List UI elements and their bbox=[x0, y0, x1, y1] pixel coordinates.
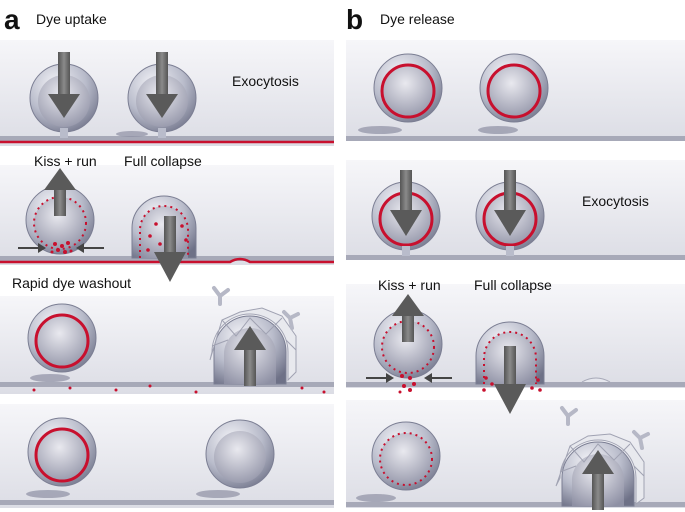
dye-dot bbox=[154, 222, 158, 226]
arrow-down-a1-left bbox=[48, 52, 80, 118]
dye-dot bbox=[180, 224, 184, 228]
shadow bbox=[30, 374, 70, 382]
dye-dot bbox=[66, 241, 70, 245]
vesicle-b1-left bbox=[373, 53, 443, 123]
shadow bbox=[116, 131, 148, 137]
dye-dot bbox=[408, 376, 412, 380]
dye-dot bbox=[63, 250, 67, 254]
shadow bbox=[356, 494, 396, 502]
arrow-up-b3-kiss bbox=[392, 294, 424, 342]
dye-dot bbox=[530, 386, 534, 390]
dye-dot bbox=[114, 388, 118, 392]
vesicle-b1-right bbox=[479, 53, 549, 123]
shadow bbox=[478, 126, 518, 134]
dye-dots-washout bbox=[32, 384, 326, 394]
clathrin-triskelions-a3 bbox=[212, 286, 300, 330]
dye-dot bbox=[50, 250, 54, 254]
dye-dot bbox=[148, 234, 152, 238]
label-kiss-run-b: Kiss + run bbox=[378, 277, 441, 293]
dye-dot bbox=[300, 386, 304, 390]
arrow-down-a2-collapse bbox=[154, 216, 186, 282]
label-washout: Rapid dye washout bbox=[12, 275, 132, 291]
dye-dot bbox=[60, 244, 64, 248]
label-kiss-run-a: Kiss + run bbox=[34, 153, 97, 169]
membrane-b1 bbox=[346, 136, 685, 141]
dye-dot bbox=[184, 238, 188, 242]
membrane-b4 bbox=[346, 502, 685, 507]
dye-dots-b-collapse bbox=[482, 376, 542, 392]
vesicle-a2-kiss bbox=[25, 185, 95, 255]
dye-dot bbox=[482, 388, 486, 392]
clathrin-triskelions-b4 bbox=[560, 406, 650, 450]
panel-letter-b: b bbox=[346, 4, 364, 35]
arrow-up-a3 bbox=[234, 326, 266, 386]
dye-dots-collapse bbox=[146, 222, 188, 252]
label-exocytosis-b: Exocytosis bbox=[582, 193, 649, 209]
arrow-down-b2-left bbox=[390, 170, 422, 236]
dye-dot bbox=[536, 378, 540, 382]
vesicle-a4-right bbox=[205, 419, 275, 489]
dye-dots-b-kiss bbox=[398, 374, 416, 394]
panel-letter-a: a bbox=[4, 4, 20, 35]
shadow bbox=[196, 490, 240, 498]
shadows bbox=[26, 126, 518, 502]
vesicle-b3-kiss bbox=[373, 309, 443, 379]
dye-dot bbox=[69, 249, 73, 253]
dye-dot bbox=[400, 374, 404, 378]
dye-dot bbox=[402, 384, 406, 388]
panel-a-title: Dye uptake bbox=[36, 11, 107, 27]
shadow bbox=[26, 490, 70, 498]
dye-dots-kiss bbox=[50, 241, 73, 254]
arrow-down-a1-right bbox=[146, 52, 178, 118]
dye-dot bbox=[148, 384, 152, 388]
arrow-up-b4 bbox=[582, 450, 614, 510]
dye-dot bbox=[412, 382, 416, 386]
arrow-side-b-right bbox=[424, 373, 452, 383]
membrane-a1 bbox=[0, 136, 334, 141]
label-full-collapse-b: Full collapse bbox=[474, 277, 552, 293]
dye-dot bbox=[194, 390, 198, 394]
dye-dot bbox=[538, 388, 542, 392]
panel-b-title: Dye release bbox=[380, 11, 455, 27]
arrow-up-a2-kiss bbox=[44, 168, 76, 216]
dye-dot bbox=[398, 390, 402, 394]
arrow-side-left bbox=[18, 243, 46, 253]
arrow-down-b3-collapse bbox=[494, 346, 526, 414]
dye-dot bbox=[146, 248, 150, 252]
label-full-collapse-a: Full collapse bbox=[124, 153, 202, 169]
label-exocytosis-a: Exocytosis bbox=[232, 73, 299, 89]
dye-dot bbox=[56, 248, 60, 252]
dye-dot bbox=[408, 388, 412, 392]
dye-line-a2 bbox=[0, 257, 334, 264]
dye-dot bbox=[68, 386, 72, 390]
dye-dot bbox=[32, 388, 36, 392]
membrane-b2 bbox=[346, 255, 685, 260]
arrow-side-b-left bbox=[366, 373, 394, 383]
arrow-side-right bbox=[76, 243, 104, 253]
vesicle-b4-left bbox=[371, 421, 441, 491]
membrane-a3 bbox=[0, 382, 334, 387]
arrow-down-b2-right bbox=[494, 170, 526, 236]
dye-dot bbox=[490, 382, 494, 386]
dye-dot bbox=[53, 242, 57, 246]
shadow bbox=[358, 126, 402, 134]
vesicle-a3-left bbox=[27, 303, 97, 373]
dye-dot bbox=[322, 390, 326, 394]
vesicle-a4-left bbox=[27, 417, 97, 487]
membrane-a4 bbox=[0, 500, 334, 505]
dye-dot bbox=[484, 376, 488, 380]
dye-dot bbox=[158, 242, 162, 246]
